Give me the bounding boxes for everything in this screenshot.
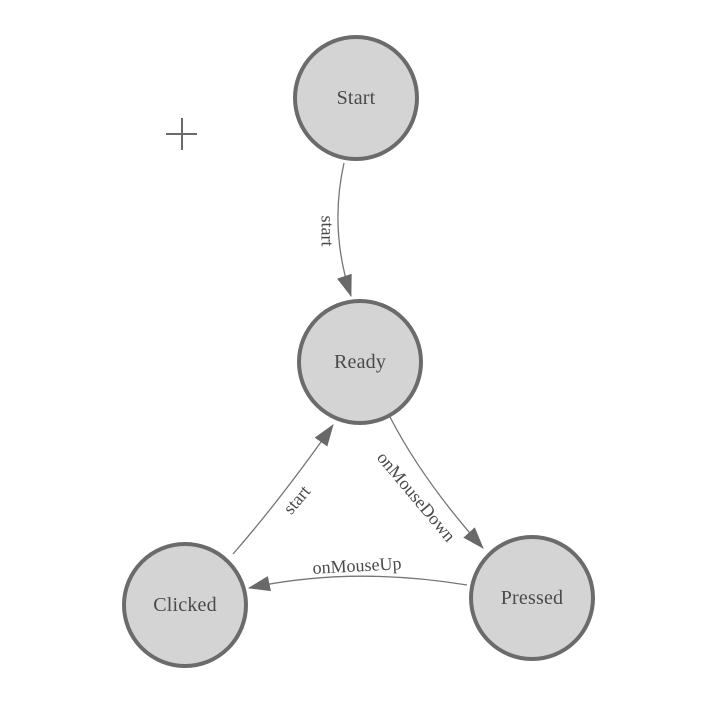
state-node-pressed-label: Pressed xyxy=(500,586,564,609)
edge-label-start-to-ready: start xyxy=(317,215,338,247)
edge-pressed-to-clicked[interactable] xyxy=(247,575,468,592)
state-node-clicked[interactable]: Clicked xyxy=(122,542,248,668)
edge-label-pressed-to-clicked: onMouseUp xyxy=(312,553,402,578)
plus-crosshair-vertical-bar xyxy=(180,118,183,150)
edge-clicked-to-ready[interactable] xyxy=(232,424,334,555)
state-node-pressed[interactable]: Pressed xyxy=(469,535,595,661)
edge-ready-to-pressed[interactable] xyxy=(389,416,484,549)
state-node-ready[interactable]: Ready xyxy=(297,299,423,425)
state-node-ready-label: Ready xyxy=(333,350,387,373)
edge-label-clicked-to-ready: start xyxy=(278,481,315,518)
edge-start-to-ready[interactable] xyxy=(337,162,352,298)
state-node-clicked-label: Clicked xyxy=(153,593,217,616)
state-node-start-label: Start xyxy=(336,86,376,109)
state-node-start[interactable]: Start xyxy=(293,35,419,161)
plus-crosshair-icon xyxy=(166,118,197,150)
